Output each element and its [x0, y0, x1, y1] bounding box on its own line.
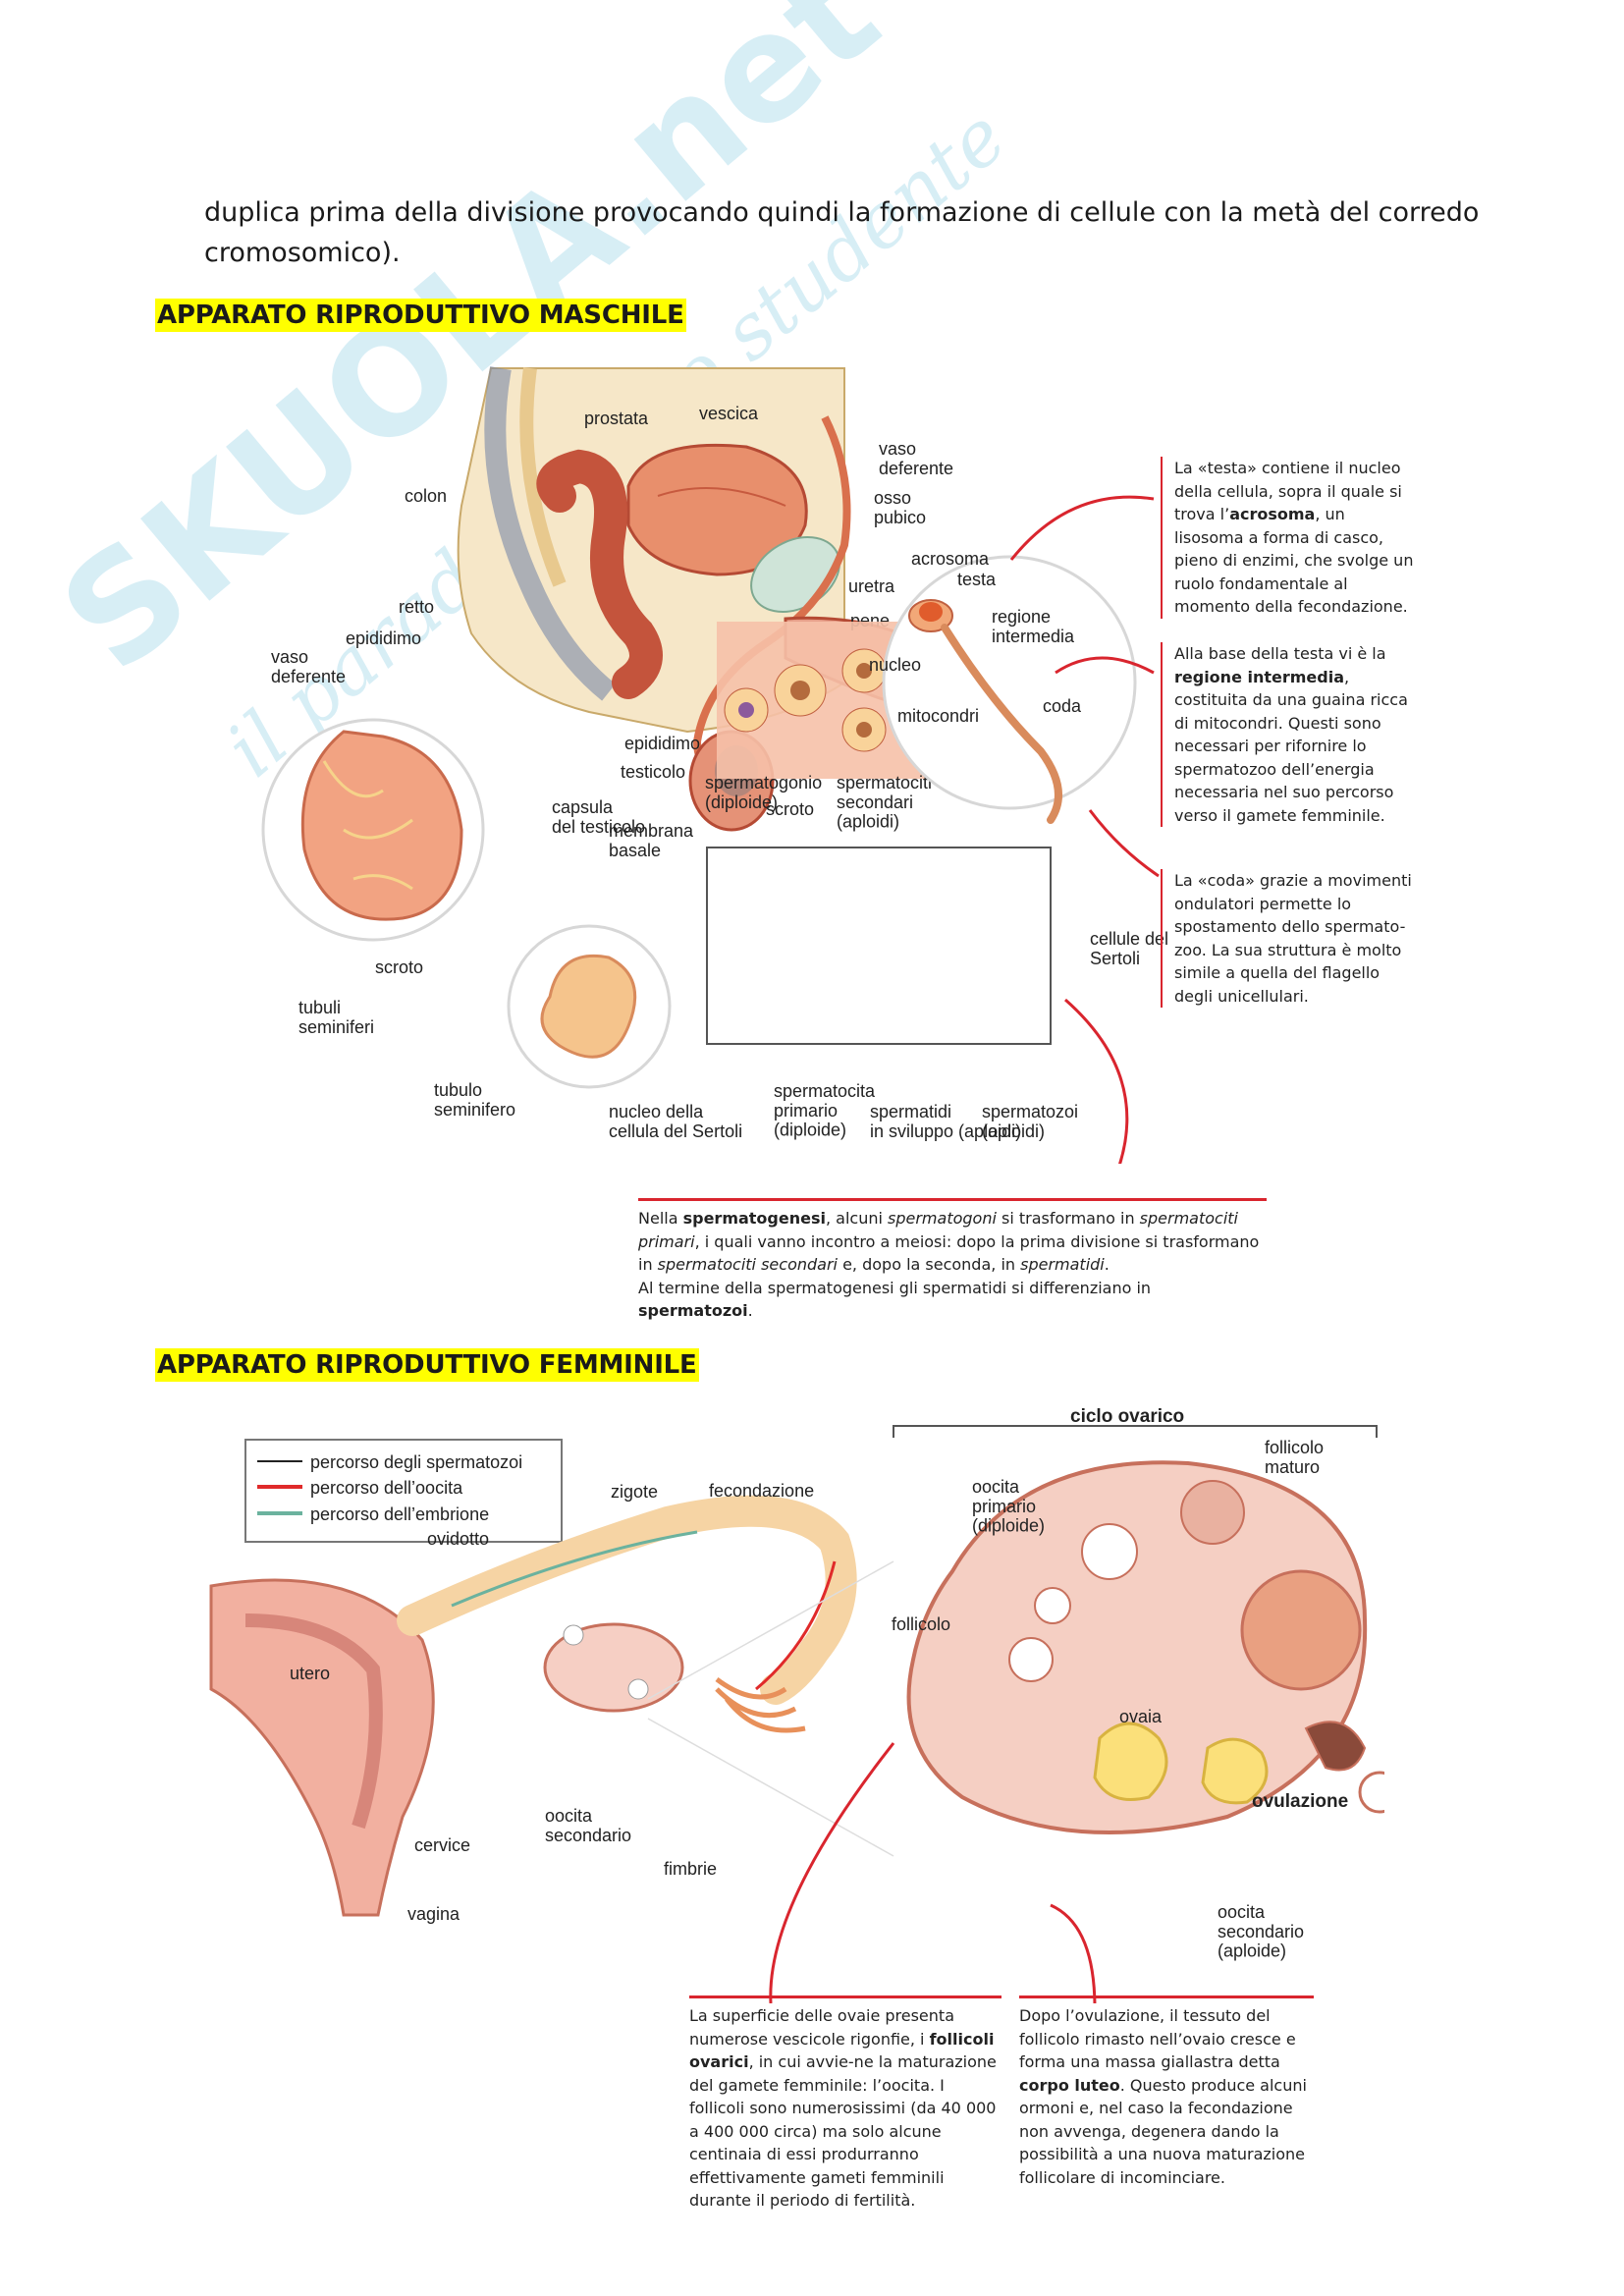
callout-coda-text: La «coda» grazie a movimenti ondulatori …: [1174, 871, 1412, 1006]
label-follicolo: follicolo: [892, 1614, 950, 1634]
label-fimbrie: fimbrie: [664, 1859, 717, 1879]
ovidotto: [397, 1495, 857, 1705]
label-prostata: prostata: [584, 409, 649, 428]
label-retto: retto: [399, 597, 434, 617]
label-utero: utero: [290, 1664, 330, 1683]
label-colon: colon: [405, 486, 447, 506]
arrow-testa: [1009, 495, 1155, 561]
callout-fol-text-1: La superficie delle ovaie presenta numer…: [689, 2006, 954, 2049]
arrow-corpo-luteo: [1050, 1903, 1097, 2003]
callout-cl-text-1: Dopo l’ovulazione, il tessuto del follic…: [1019, 2006, 1296, 2071]
callout-cl-bold: corpo luteo: [1019, 2075, 1120, 2095]
label-fecondazione: fecondazione: [709, 1481, 814, 1501]
callout-int-bold: regione intermedia: [1174, 667, 1345, 686]
legend-embrione: percorso dell’embrione: [310, 1504, 489, 1524]
label-uretra: uretra: [848, 576, 895, 596]
label-mitocondri: mitocondri: [897, 706, 979, 726]
sperm-detail-circle: [882, 555, 1137, 810]
label-scroto: scroto: [375, 957, 423, 977]
callout-spermatogenesi: Nella spermatogenesi, alcuni spermatogon…: [638, 1198, 1267, 1323]
label-cervice: cervice: [414, 1835, 470, 1855]
label-testicolo: testicolo: [621, 762, 685, 782]
oocita-rilasciato: [1358, 1771, 1384, 1814]
corpo-luteo-1: [1093, 1722, 1168, 1801]
colon: [536, 449, 663, 699]
arrow-follicoli: [769, 1742, 895, 2003]
intro-line-1: duplica prima della divisione provocando…: [204, 197, 1480, 228]
label-spermatozoi: spermatozoi(aploidi): [982, 1102, 1078, 1141]
female-heading: APPARATO RIPRODUTTIVO FEMMINILE: [155, 1348, 699, 1382]
legend-oocita: percorso dell’oocita: [310, 1478, 463, 1498]
label-ovulazione: ovulazione: [1252, 1791, 1348, 1812]
male-heading: APPARATO RIPRODUTTIVO MASCHILE: [155, 299, 686, 332]
fimbrie: [715, 1676, 806, 1733]
label-scroto-top: scroto: [766, 799, 814, 819]
arrow-intermedia: [1055, 656, 1155, 675]
label-ovaia: ovaia: [1119, 1707, 1163, 1726]
arrow-coda: [1088, 809, 1160, 878]
uterus: [209, 1578, 435, 1917]
label-zigote: zigote: [611, 1482, 658, 1502]
spermatogenesis-box: [706, 847, 1052, 1045]
callout-coda: La «coda» grazie a movimenti ondulatori …: [1161, 869, 1418, 1008]
label-spermatogonio: spermatogonio(diploide): [705, 773, 822, 812]
spine-bands-2: [519, 367, 567, 587]
label-ovidotto: ovidotto: [427, 1529, 489, 1549]
callout-testa-bold: acrosoma: [1229, 505, 1316, 523]
label-epididimo-top: epididimo: [346, 629, 421, 648]
label-acrosoma: acrosoma: [911, 549, 990, 569]
spine-bands: [484, 366, 616, 701]
legend-box: [244, 1439, 563, 1543]
callout-follicoli: La superficie delle ovaie presenta numer…: [689, 1995, 1001, 2213]
label-ciclo: ciclo ovarico: [1070, 1406, 1184, 1427]
female-figure: percorso degli spermatozoi percorso dell…: [209, 1406, 1384, 2003]
legend-sperm: percorso degli spermatozoi: [310, 1452, 522, 1472]
callout-fol-text-2: , in cui avvie-ne la maturazione del gam…: [689, 2052, 997, 2210]
callout-regione-intermedia: Alla base della testa vi è la regione in…: [1161, 642, 1418, 827]
callout-cl-text-2: . Questo produce alcuni ormoni e, nel ca…: [1019, 2075, 1307, 2187]
ciclo-bracket: [893, 1425, 1378, 1438]
callout-int-text-2: , costituita da una guaina ricca di mito…: [1174, 667, 1408, 825]
ovulation-site: [1304, 1721, 1367, 1772]
ovary-large: [906, 1460, 1368, 1834]
uterus-cavity: [244, 1613, 383, 1830]
intro-line-2: cromosomico).: [204, 238, 401, 268]
corpo-luteo-2: [1201, 1737, 1269, 1805]
label-testa: testa: [957, 570, 997, 589]
label-coda: coda: [1043, 696, 1082, 716]
callout-testa-text-2: , un lisosoma a forma di casco, pieno di…: [1174, 505, 1414, 616]
label-vagina: vagina: [407, 1904, 460, 1924]
callout-testa: La «testa» contiene il nucleo della cell…: [1161, 457, 1418, 619]
label-nucleo: nucleo: [869, 655, 921, 675]
follicolo-maturo: [1240, 1569, 1362, 1691]
callout-int-text-1: Alla base della testa vi è la: [1174, 644, 1386, 663]
label-vescica: vescica: [699, 404, 759, 423]
label-epididimo: epididimo: [624, 734, 700, 753]
intro-paragraph: duplica prima della divisione provocando…: [204, 192, 1481, 273]
arrow-spermatogenesis: [1064, 998, 1129, 1164]
callout-fol-bold: follicoli ovarici: [689, 2029, 995, 2072]
callout-testa-text-1: La «testa» contiene il nucleo della cell…: [1174, 459, 1402, 523]
bladder: [626, 443, 808, 576]
callout-corpo-luteo: Dopo l’ovulazione, il tessuto del follic…: [1019, 1995, 1314, 2189]
